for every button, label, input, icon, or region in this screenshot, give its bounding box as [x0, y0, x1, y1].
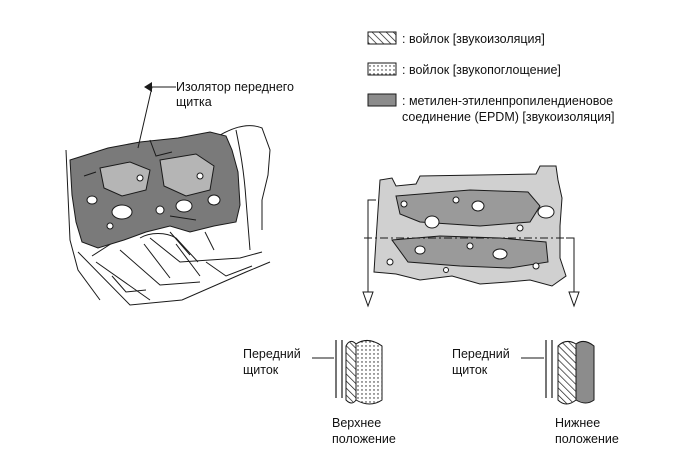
- legend-item-felt-absorption: : войлок [звукопоглощение]: [402, 63, 561, 77]
- lower-dash-label-line1: Передний: [452, 347, 510, 361]
- lower-dash-label-line2: щиток: [452, 363, 488, 377]
- lower-hatched-layer: [557, 340, 577, 405]
- lower-position-section: Передний щиток Нижнее положение: [452, 340, 619, 446]
- legend-swatch-hatched: [367, 31, 397, 45]
- legend-item-epdm-line2: соединение (EPDM) [звукоизоляция]: [402, 110, 614, 124]
- legend: : войлок [звукоизоляция] : войлок [звуко…: [367, 31, 614, 124]
- insulator-callout: Изолятор переднего щитка: [137, 80, 294, 149]
- callout-arrowhead: [144, 82, 152, 92]
- lower-caption-line1: Нижнее: [555, 416, 600, 430]
- lower-caption-line2: положение: [555, 432, 619, 446]
- legend-swatch-epdm: [367, 93, 397, 107]
- upper-dotted-layer: [355, 340, 383, 405]
- upper-section-arrow: [367, 199, 376, 292]
- dash-insulator-shape: [69, 131, 241, 249]
- upper-caption-line1: Верхнее: [332, 416, 381, 430]
- upper-hatched-layer: [345, 340, 357, 404]
- upper-dash-label-line1: Передний: [243, 347, 301, 361]
- upper-position-section: Передний щиток Верхнее положение: [243, 340, 396, 446]
- upper-caption-line2: положение: [332, 432, 396, 446]
- legend-swatch-dotted: [367, 62, 397, 76]
- callout-label-line1: Изолятор переднего: [176, 80, 294, 94]
- insulator-front-view: [373, 165, 567, 287]
- callout-label-line2: щитка: [176, 95, 212, 109]
- vehicle-body-drawing: [65, 125, 271, 306]
- legend-item-epdm-line1: : метилен-этиленпропилендиеновое: [402, 94, 613, 108]
- lower-epdm-layer: [575, 340, 595, 404]
- legend-item-felt-insulation: : войлок [звукоизоляция]: [402, 32, 545, 46]
- section-line: [362, 199, 580, 308]
- lower-section-arrow: [566, 237, 575, 292]
- upper-dash-label-line2: щиток: [243, 363, 279, 377]
